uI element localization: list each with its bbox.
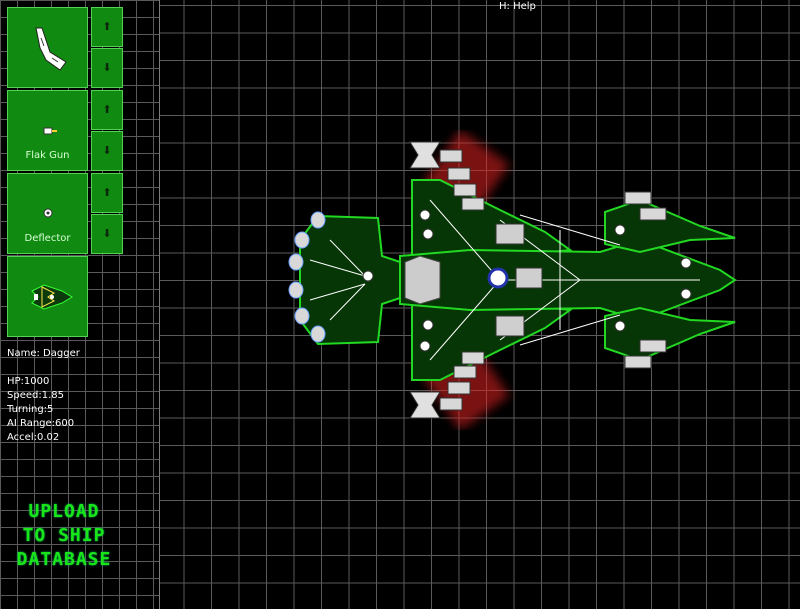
- move-down-button[interactable]: ⬇: [91, 214, 123, 254]
- structure-lines: [309, 199, 700, 361]
- slot-label-deflector: Deflector: [24, 233, 71, 244]
- slot-3-arrows: ⬆ ⬇: [91, 173, 123, 254]
- ship-hp: HP:1000: [7, 376, 50, 387]
- left-panel: ⬆ ⬇ Flak Gun ⬆ ⬇ Deflector ⬆ ⬇: [0, 0, 160, 609]
- rear-engine-nozzles: [288, 211, 326, 343]
- move-down-button[interactable]: ⬇: [91, 48, 123, 88]
- wing-tip-cannons: [409, 141, 441, 419]
- ship-accel: Accel:0.02: [7, 432, 60, 443]
- ship-core: [487, 267, 509, 289]
- ship-turning: Turning:5: [7, 404, 54, 415]
- front-prong-upper: [604, 198, 736, 254]
- front-prong-lower: [604, 306, 736, 362]
- upload-to-ship-database-button[interactable]: UPLOAD TO SHIP DATABASE: [16, 500, 112, 572]
- ship-preview-slot[interactable]: [7, 256, 88, 337]
- upload-line-3: DATABASE: [16, 549, 112, 570]
- upload-line-1: UPLOAD: [28, 501, 100, 522]
- move-up-button[interactable]: ⬆: [91, 173, 123, 213]
- move-up-button[interactable]: ⬆: [91, 90, 123, 130]
- slot-1-arrows: ⬆ ⬇: [91, 7, 123, 88]
- hull-piece-icon: [35, 27, 67, 71]
- ship-preview-icon: [31, 284, 73, 310]
- move-down-button[interactable]: ⬇: [91, 131, 123, 171]
- ship-name: Name: Dagger: [7, 348, 80, 359]
- armor-block: [404, 255, 441, 305]
- part-slot-deflector[interactable]: Deflector: [7, 173, 88, 254]
- ship-speed: Speed:1.85: [7, 390, 64, 401]
- slot-2-arrows: ⬆ ⬇: [91, 90, 123, 171]
- ship-ai-range: AI Range:600: [7, 418, 75, 429]
- flak-gun-icon: [43, 127, 57, 135]
- deflector-modules: [362, 209, 692, 352]
- help-hint: H: Help: [499, 1, 536, 12]
- rear-engine-pod: [299, 214, 401, 346]
- part-slot-hull[interactable]: [7, 7, 88, 88]
- move-up-button[interactable]: ⬆: [91, 7, 123, 47]
- ship-stats: Name: Dagger HP:1000 Speed:1.85 Turning:…: [7, 347, 80, 445]
- upload-line-2: TO SHIP: [22, 525, 106, 546]
- slot-label-flak-gun: Flak Gun: [25, 150, 70, 161]
- deflector-icon: [43, 208, 53, 218]
- turret-modules: [495, 223, 543, 337]
- flak-gun-modules: [439, 149, 667, 411]
- part-slot-flak-gun[interactable]: Flak Gun: [7, 90, 88, 171]
- ship-schematic[interactable]: [280, 130, 740, 430]
